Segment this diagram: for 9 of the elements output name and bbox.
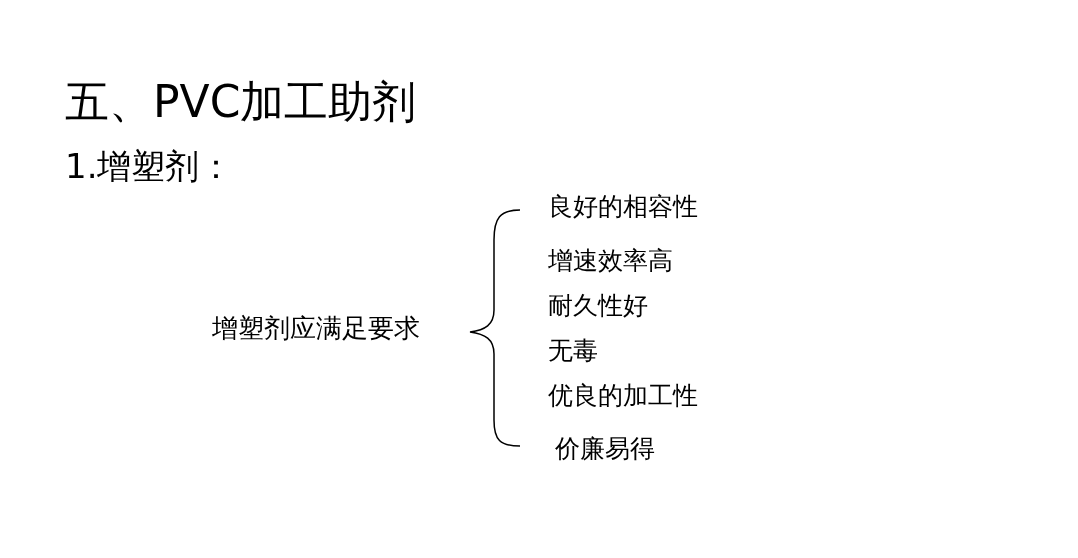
slide-title: 五、PVC加工助剂: [65, 76, 417, 129]
requirement-label: 增塑剂应满足要求: [212, 313, 420, 345]
section-heading: 1.增塑剂：: [65, 146, 234, 187]
list-item: 优良的加工性: [548, 381, 698, 411]
list-item: 耐久性好: [548, 291, 648, 321]
list-item: 价廉易得: [555, 434, 655, 464]
list-item: 良好的相容性: [548, 192, 698, 222]
list-item: 增速效率高: [548, 246, 673, 276]
list-item: 无毒: [548, 336, 598, 366]
